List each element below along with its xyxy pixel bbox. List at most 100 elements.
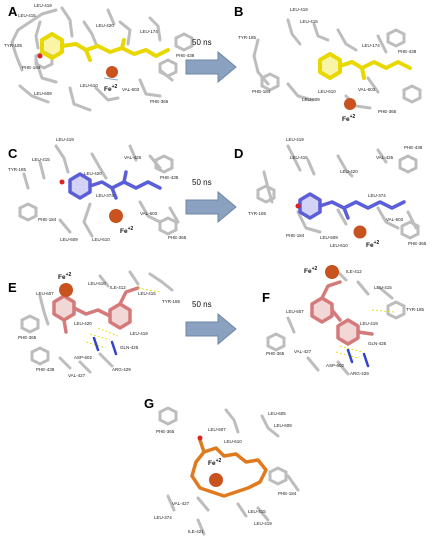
- residue-label: PHE-184: [22, 65, 41, 70]
- residue-label: LEU-415: [18, 13, 36, 18]
- arrow-ef: 50 ns: [180, 300, 240, 346]
- panel-e-structure: [20, 270, 174, 374]
- residue-label: VAL-427: [68, 373, 86, 378]
- arrow-cd: 50 ns: [180, 178, 240, 224]
- residue-label: LEU-415: [248, 509, 266, 514]
- panel-label-g: G: [144, 396, 155, 411]
- residue-label: ILE-412: [346, 269, 362, 274]
- residue-label: ILE-421: [188, 529, 204, 534]
- residue-label: LEU-174: [140, 29, 158, 34]
- residue-label: PHE-438: [36, 367, 55, 372]
- residue-label: PHE-365: [266, 351, 285, 356]
- residue-label: VAL-427: [294, 349, 312, 354]
- panel-a: A LEU-419: [0, 0, 215, 125]
- residue-label: TYR-185: [162, 299, 181, 304]
- residue-label: PHE-365: [408, 241, 427, 246]
- residue-label: VAL-603: [122, 87, 140, 92]
- residue-label: PHE-438: [176, 53, 195, 58]
- residue-label: VAL-603: [386, 217, 404, 222]
- panel-c-structure: [18, 144, 180, 238]
- ligand-e: [52, 286, 140, 334]
- residue-label: LEU-609: [34, 91, 52, 96]
- ligand-b: [318, 52, 412, 80]
- arrow-label: 50 ns: [192, 178, 212, 187]
- residue-label: PHE-184: [38, 217, 57, 222]
- residue-label: LEU-420: [340, 169, 358, 174]
- ligand-a: [40, 32, 170, 62]
- residue-label: LEU-419: [286, 137, 304, 142]
- panel-c: C LEU-419 LEU-415 TYR-185 LEU-420 VAL-42…: [0, 132, 215, 252]
- fe-label: Fe+2: [120, 226, 134, 236]
- residue-label: LEU-415: [32, 157, 50, 162]
- residue-label: TYR-185: [406, 307, 425, 312]
- residue-label: LEU-609: [302, 97, 320, 102]
- residue-label: VAL-426: [376, 155, 394, 160]
- residue-label: PHE-438: [404, 145, 423, 150]
- residue-label: TYR-185: [248, 211, 267, 216]
- fe-label: Fe+2: [366, 240, 380, 250]
- residue-label: LEU-609: [60, 237, 78, 242]
- residue-label: LEU-419: [290, 7, 308, 12]
- residue-label: LEU-419: [56, 137, 74, 142]
- residue-label: GLN-425: [120, 345, 139, 350]
- ligand-f: [310, 280, 374, 346]
- residue-label: LEU-415: [374, 285, 392, 290]
- residue-label: PHE-365: [378, 109, 397, 114]
- arrow-label: 50 ns: [192, 38, 212, 47]
- residue-label: PHE-365: [168, 235, 187, 240]
- ligand-d: [298, 192, 406, 220]
- residue-label: PHE-365: [156, 429, 175, 434]
- panel-b-structure: [252, 18, 422, 110]
- residue-label: LEU-415: [138, 291, 156, 296]
- residue-label: VAL-603: [140, 211, 158, 216]
- residue-label: LEU-610: [88, 281, 106, 286]
- residue-label: VAL-603: [358, 87, 376, 92]
- residue-label: TYR-185: [8, 167, 27, 172]
- panel-label-a: A: [8, 4, 18, 19]
- fe-label: Fe+2: [208, 458, 222, 468]
- residue-label: LEU-610: [80, 83, 98, 88]
- residue-label: LEU-420: [84, 171, 102, 176]
- panel-e: E Fe+2 LE: [0, 262, 215, 382]
- residue-label: LEU-610: [92, 237, 110, 242]
- residue-label: ASP-602: [74, 355, 93, 360]
- residue-label: ARG-429: [350, 371, 369, 376]
- fe-label: Fe+2: [104, 84, 118, 94]
- residue-label: LEU-605: [268, 411, 286, 416]
- ligand-c: [68, 170, 162, 200]
- panel-g: G PHE-365 LEU-607 LEU-605 LEU-609 LEU-61…: [138, 392, 318, 542]
- residue-label: LEU-610: [224, 439, 242, 444]
- fe-label: Fe+2: [304, 266, 318, 276]
- residue-label: LEU-607: [208, 427, 226, 432]
- arrow-ab: 50 ns: [180, 38, 240, 84]
- panel-label-e: E: [8, 280, 17, 295]
- residue-label: GLN-425: [368, 341, 387, 346]
- residue-label: PHE-438: [160, 175, 179, 180]
- residue-label: PHE-184: [278, 491, 297, 496]
- residue-label: TYR-185: [4, 43, 23, 48]
- panel-f-structure: [266, 265, 406, 376]
- fe-label: Fe+2: [58, 272, 72, 282]
- panel-label-c: C: [8, 146, 18, 161]
- residue-label: PHE-184: [286, 233, 305, 238]
- residue-label: LEU-420: [96, 23, 114, 28]
- panel-label-b: B: [234, 4, 244, 19]
- residue-label: LEU-420: [74, 321, 92, 326]
- arrow-label: 50 ns: [192, 300, 212, 309]
- residue-label: VAL-426: [124, 155, 142, 160]
- panel-f: F Fe+2 ILE-412 LEU-41: [228, 262, 442, 387]
- residue-label: ARG-429: [112, 367, 131, 372]
- residue-label: LEU-174: [362, 43, 380, 48]
- residue-label: PHE-438: [398, 49, 417, 54]
- residue-label: LEU-419: [34, 3, 52, 8]
- residue-label: LEU-607: [286, 309, 304, 314]
- residue-label: VAL-427: [172, 501, 190, 506]
- residue-label: TYR-185: [238, 35, 257, 40]
- residue-label: PHE-184: [252, 89, 271, 94]
- panel-d: D LEU-419 LEU-415 LEU-420 VAL-426 PHE-43…: [228, 132, 442, 257]
- residue-label: ILE-412: [110, 285, 126, 290]
- residue-label: LEU-609: [320, 235, 338, 240]
- residue-label: LEU-419: [360, 321, 378, 326]
- residue-label: LEU-415: [300, 19, 318, 24]
- residue-label: LEU-415: [290, 155, 308, 160]
